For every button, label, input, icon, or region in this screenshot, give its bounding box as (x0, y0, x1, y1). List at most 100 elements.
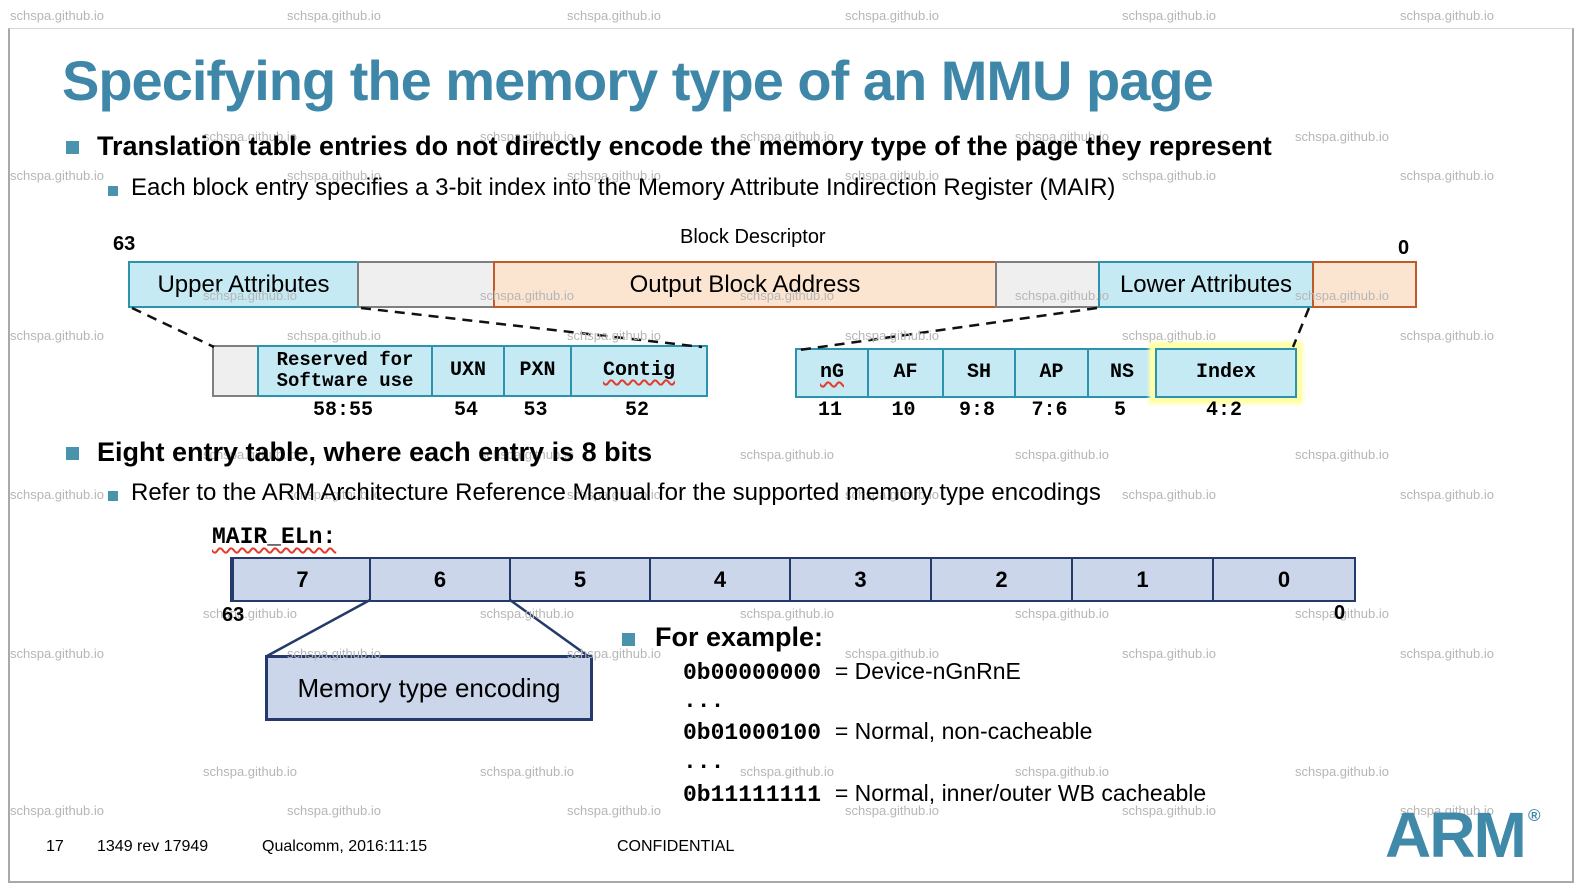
field-label: PXN (519, 359, 556, 382)
mair-entry-3: 3 (789, 557, 932, 602)
example-code: ... (683, 688, 725, 714)
mair-entry-0: 0 (1212, 557, 1356, 602)
mair-entry-6: 6 (369, 557, 511, 602)
lower-bits-9-8: 9:8 (958, 399, 995, 422)
lower-bits-5: 5 (1113, 399, 1126, 422)
example-code: 0b01000100 (683, 720, 822, 746)
mair-entry-label: 2 (995, 566, 1008, 592)
segment-upper-attributes: Upper Attributes (128, 261, 359, 308)
mair-entry-2: 2 (930, 557, 1073, 602)
mair-entry-label: 1 (1136, 566, 1149, 592)
memory-type-encoding-callout: Memory type encoding (265, 655, 593, 721)
segment-label: Lower Attributes (1119, 270, 1293, 298)
mair-bit0-label: 0 (1334, 602, 1346, 624)
field-label: NS (1109, 361, 1134, 384)
mair-entry-label: 4 (713, 566, 727, 592)
mair-entry-4: 4 (649, 557, 791, 602)
watermark-text: schspa.github.io (287, 8, 381, 23)
lower-field-ap: AP (1014, 348, 1089, 398)
upper-bits-53: 53 (523, 399, 548, 422)
example-desc: = Normal, inner/outer WB cacheable (834, 780, 1207, 806)
lower-field-ng: nG (795, 348, 869, 398)
field-label: AF (893, 361, 918, 384)
field-label: AP (1039, 361, 1064, 384)
mair-entry-label: 3 (854, 566, 867, 592)
upper-bits-52: 52 (624, 399, 649, 422)
upper-bits-54: 54 (453, 399, 478, 422)
bullet-square-icon (108, 186, 118, 196)
watermark-text: schspa.github.io (1400, 8, 1494, 23)
slide-frame (8, 28, 1574, 883)
example-line: ... (683, 749, 724, 775)
arm-logo: ARM (1385, 799, 1527, 871)
mair-bit63-label: 63 (222, 604, 245, 626)
for-example-heading: For example: (655, 622, 824, 652)
callout-label: Memory type encoding (297, 672, 561, 703)
bullet2-text: Eight entry table, where each entry is 8… (97, 437, 653, 467)
mair-entry-label: 6 (433, 566, 447, 592)
upper-field-contig: Contig (570, 345, 708, 397)
segment-label: Output Block Address (629, 270, 861, 298)
lower-bits-10: 10 (891, 399, 916, 422)
example-code: 0b11111111 (683, 782, 822, 808)
field-label: SH (966, 361, 991, 384)
lower-bits-4-2: 4:2 (1205, 399, 1242, 422)
mair-entry-7: 7 (230, 557, 373, 602)
example-line: 0b01000100 = Normal, non-cacheable (683, 718, 1092, 746)
footer-organization: Qualcomm, 2016:11:15 (262, 838, 428, 855)
block-descriptor-caption: Block Descriptor (680, 226, 826, 248)
example-desc: = Device-nGnRnE (834, 658, 1021, 684)
footer-page-number: 17 (46, 838, 64, 855)
upper-bits-58-55: 58:55 (312, 399, 373, 422)
watermark-text: schspa.github.io (1122, 8, 1216, 23)
example-desc: = Normal, non-cacheable (834, 718, 1093, 744)
footer-classification: CONFIDENTIAL (617, 838, 735, 855)
example-code: 0b00000000 (683, 660, 822, 686)
bullet-square-icon (66, 141, 79, 154)
field-label: Reserved for Software use (276, 349, 414, 392)
segment-reserved-left (357, 261, 495, 308)
bullet-square-icon (108, 491, 118, 501)
lower-field-index-highlighted: Index (1155, 348, 1297, 398)
descriptor-bit63-label: 63 (113, 233, 136, 255)
bullet1-sub-text: Each block entry specifies a 3-bit index… (131, 174, 1116, 201)
footer-revision: 1349 rev 17949 (97, 838, 209, 855)
mair-entry-label: 5 (573, 566, 587, 592)
field-label: Index (1195, 361, 1256, 384)
upper-field-uxn: UXN (431, 345, 505, 397)
segment-label: Upper Attributes (157, 270, 330, 298)
bullet-square-icon (622, 633, 635, 646)
example-line: 0b11111111 = Normal, inner/outer WB cach… (683, 780, 1206, 808)
lower-field-sh: SH (942, 348, 1016, 398)
mair-entry-label: 7 (296, 566, 309, 592)
watermark-text: schspa.github.io (567, 8, 661, 23)
segment-reserved-right (995, 261, 1100, 308)
registered-trademark-icon: ® (1528, 806, 1541, 825)
field-label: Contig (602, 359, 675, 382)
bullet1-text: Translation table entries do not directl… (97, 131, 1272, 161)
lower-field-af: AF (867, 348, 944, 398)
lower-bits-7-6: 7:6 (1031, 399, 1068, 422)
segment-output-block-address: Output Block Address (493, 261, 997, 308)
upper-field-pxn: PXN (503, 345, 572, 397)
field-label: nG (819, 361, 844, 384)
mair-entry-label: 0 (1277, 566, 1291, 592)
upper-field-gray-lead (212, 345, 259, 397)
page-title: Specifying the memory type of an MMU pag… (62, 49, 1214, 112)
upper-field-reserved: Reserved for Software use (257, 345, 433, 397)
example-line: ... (683, 688, 724, 714)
example-line: 0b00000000 = Device-nGnRnE (683, 658, 1021, 686)
segment-orange-end (1312, 261, 1417, 308)
watermark-text: schspa.github.io (845, 8, 939, 23)
descriptor-bit0-label: 0 (1398, 237, 1410, 259)
mair-entry-5: 5 (509, 557, 651, 602)
watermark-text: schspa.github.io (10, 8, 104, 23)
mair-register-label: MAIR_ELn: (212, 524, 337, 550)
bullet2-sub-text: Refer to the ARM Architecture Reference … (131, 479, 1101, 506)
bullet-square-icon (66, 447, 79, 460)
example-code: ... (683, 749, 725, 775)
field-label: UXN (449, 359, 486, 382)
lower-bits-11: 11 (817, 399, 842, 422)
lower-field-ns: NS (1087, 348, 1157, 398)
